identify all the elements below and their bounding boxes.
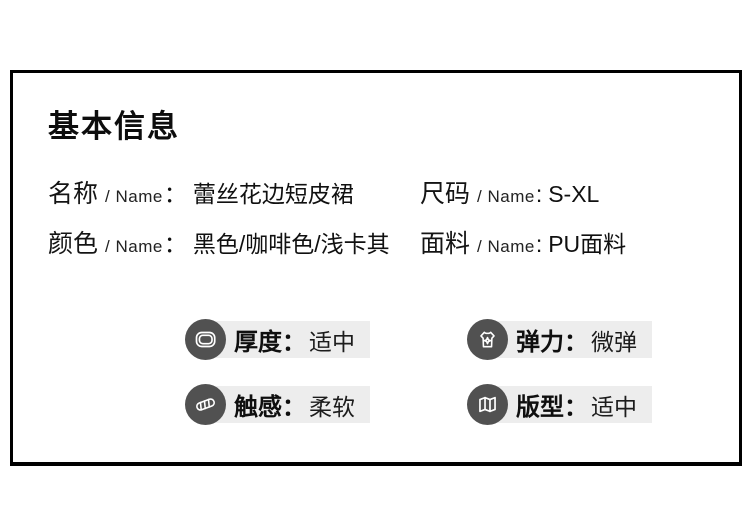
badge-thickness: 厚度： 适中 bbox=[185, 319, 370, 360]
info-value: S-XL bbox=[548, 181, 600, 207]
info-label-cn: 尺码 bbox=[420, 180, 471, 208]
thickness-icon bbox=[185, 319, 226, 360]
info-colon: ： bbox=[163, 181, 187, 207]
info-label-cn: 颜色 bbox=[48, 230, 99, 258]
badge-label: 弹力： bbox=[516, 329, 588, 356]
info-value: PU面料 bbox=[548, 231, 627, 257]
info-value: 蕾丝花边短皮裙 bbox=[192, 181, 354, 207]
info-row-name: 名称 / Name ： 蕾丝花边短皮裙 bbox=[48, 174, 354, 210]
info-colon: : bbox=[535, 231, 543, 257]
fit-icon bbox=[467, 384, 508, 425]
badge-label: 版型： bbox=[516, 394, 588, 421]
badge-text: 触感： 柔软 bbox=[204, 386, 370, 423]
info-label-en: / Name bbox=[105, 187, 163, 206]
info-row-size: 尺码 / Name : S-XL bbox=[420, 174, 599, 210]
badge-text: 版型： 适中 bbox=[486, 386, 652, 423]
badge-elasticity: 弹力： 微弹 bbox=[467, 319, 652, 360]
badge-label: 厚度： bbox=[234, 329, 306, 356]
card-title: 基本信息 bbox=[48, 109, 180, 144]
info-label-en: / Name bbox=[477, 237, 535, 256]
info-colon: ： bbox=[163, 231, 187, 257]
badge-text: 弹力： 微弹 bbox=[486, 321, 652, 358]
info-row-fabric: 面料 / Name : PU面料 bbox=[420, 224, 626, 260]
elasticity-icon bbox=[467, 319, 508, 360]
info-label-en: / Name bbox=[477, 187, 535, 206]
badge-value: 适中 bbox=[591, 393, 637, 420]
info-value: 黑色/咖啡色/浅卡其 bbox=[192, 231, 390, 257]
badge-value: 适中 bbox=[309, 328, 355, 355]
info-label-en: / Name bbox=[105, 237, 163, 256]
basic-info-card: 基本信息 名称 / Name ： 蕾丝花边短皮裙 尺码 / Name : S-X… bbox=[10, 70, 742, 466]
badge-text: 厚度： 适中 bbox=[204, 321, 370, 358]
touch-icon bbox=[185, 384, 226, 425]
info-colon: : bbox=[535, 181, 543, 207]
badge-touch: 触感： 柔软 bbox=[185, 384, 370, 425]
badge-value: 微弹 bbox=[591, 328, 637, 355]
info-row-color: 颜色 / Name ： 黑色/咖啡色/浅卡其 bbox=[48, 224, 390, 260]
info-label-cn: 面料 bbox=[420, 230, 471, 258]
info-label-cn: 名称 bbox=[48, 180, 99, 208]
badge-label: 触感： bbox=[234, 394, 306, 421]
badge-value: 柔软 bbox=[309, 393, 355, 420]
badge-fit: 版型： 适中 bbox=[467, 384, 652, 425]
